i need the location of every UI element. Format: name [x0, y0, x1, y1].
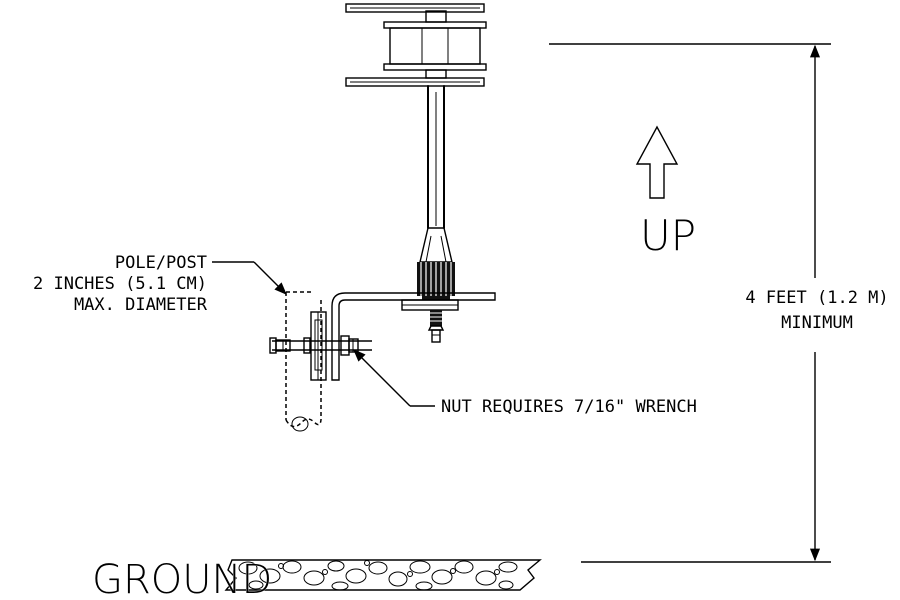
- nut-note: NUT REQUIRES 7/16" WRENCH: [441, 397, 697, 417]
- nut-leader: [353, 349, 435, 407]
- height-label-line2: MINIMUM: [781, 313, 853, 333]
- height-label-line1: 4 FEET (1.2 M): [745, 288, 888, 308]
- height-dimension: [549, 43, 831, 563]
- pole-label-line3: MAX. DIAMETER: [74, 295, 208, 315]
- mounting-bracket: [331, 292, 496, 381]
- pole-label-line2: 2 INCHES (5.1 CM): [33, 274, 207, 294]
- up-arrow-icon: [635, 125, 679, 199]
- up-label: UP: [640, 211, 696, 260]
- pole-label-line1: POLE/POST: [115, 253, 207, 273]
- pole-post: [285, 291, 322, 432]
- sensor-assembly: [345, 3, 487, 300]
- pole-leader: [212, 261, 287, 295]
- ground-hatch: [224, 559, 542, 591]
- ground-label: GROUND: [92, 557, 272, 600]
